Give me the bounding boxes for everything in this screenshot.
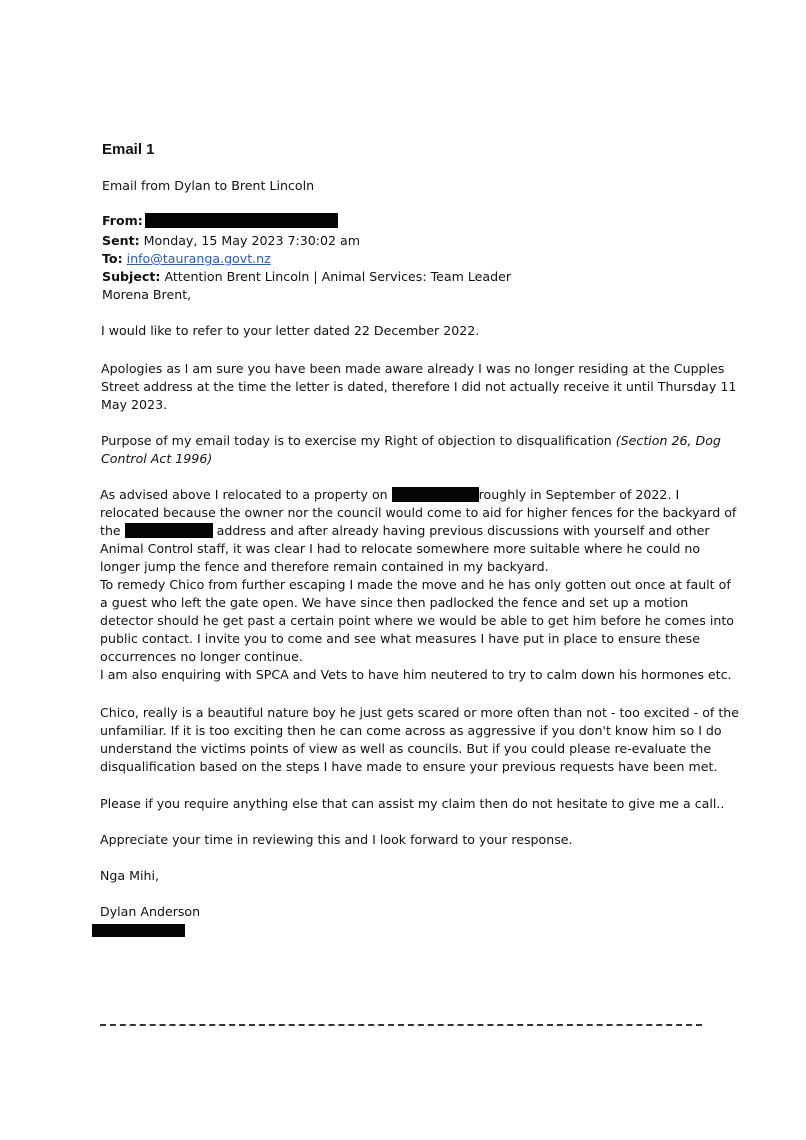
paragraph-4-line: Animal Control staff, it was clear I had… — [100, 541, 701, 556]
email-heading: Email 1 — [102, 141, 155, 158]
relocation-date-text: roughly in September of 2022. I — [478, 487, 680, 502]
paragraph-4-line: occurrences no longer continue. — [100, 649, 303, 664]
previous-address-suffix: address and after already having previou… — [212, 523, 710, 538]
from-line: From: — [102, 212, 338, 230]
to-line: To: info@tauranga.govt.nz — [102, 250, 271, 268]
act-reference-continued: Control Act 1996) — [101, 451, 213, 466]
redacted-signature-detail — [92, 924, 185, 937]
paragraph-4-line: detector should he get past a certain po… — [100, 613, 734, 628]
redacted-previous-address — [124, 523, 213, 538]
paragraph-4-line: As advised above I relocated to a proper… — [100, 486, 679, 504]
paragraph-4-line: a guest who left the gate open. We have … — [100, 595, 689, 610]
to-email-link[interactable]: info@tauranga.govt.nz — [126, 251, 271, 266]
paragraph-2-line: Street address at the time the letter is… — [101, 379, 737, 394]
signoff: Nga Mihi, — [100, 868, 159, 883]
redacted-property-address — [391, 487, 479, 502]
subject-label: Subject: — [102, 269, 161, 284]
subject-value: Attention Brent Lincoln | Animal Service… — [164, 269, 512, 284]
paragraph-3-line: Purpose of my email today is to exercise… — [101, 432, 721, 450]
page-divider — [100, 1024, 702, 1026]
paragraph-4-line: public contact. I invite you to come and… — [100, 631, 700, 646]
sent-value: Monday, 15 May 2023 7:30:02 am — [143, 233, 361, 248]
email-intro: Email from Dylan to Brent Lincoln — [102, 178, 315, 193]
paragraph-4-line: the address and after already having pre… — [100, 522, 710, 540]
paragraph-4-line: I am also enquiring with SPCA and Vets t… — [100, 667, 732, 682]
greeting: Morena Brent, — [102, 287, 192, 302]
paragraph-5-line: unfamiliar. If it is too exciting then h… — [100, 723, 722, 738]
from-label: From: — [102, 213, 143, 228]
redacted-from-address — [144, 213, 338, 228]
sent-label: Sent: — [102, 233, 140, 248]
paragraph-6: Please if you require anything else that… — [100, 796, 725, 811]
sent-line: Sent: Monday, 15 May 2023 7:30:02 am — [102, 232, 360, 250]
subject-line: Subject: Attention Brent Lincoln | Anima… — [102, 268, 511, 286]
paragraph-4-line: longer jump the fence and therefore rema… — [100, 559, 549, 574]
act-reference: (Section 26, Dog — [615, 433, 721, 448]
paragraph-4-line: To remedy Chico from further escaping I … — [100, 577, 731, 592]
paragraph-4-line: relocated because the owner nor the coun… — [100, 505, 737, 520]
signature-name: Dylan Anderson — [100, 904, 201, 919]
to-label: To: — [102, 251, 123, 266]
paragraph-5-line: disqualification based on the steps I ha… — [100, 759, 718, 774]
objection-text: Purpose of my email today is to exercise… — [101, 433, 616, 448]
paragraph-5-line: understand the victims points of view as… — [100, 741, 712, 756]
paragraph-2-line: Apologies as I am sure you have been mad… — [101, 361, 725, 376]
paragraph-2-line: May 2023. — [101, 397, 168, 412]
paragraph-5-line: Chico, really is a beautiful nature boy … — [100, 705, 740, 720]
relocation-text: As advised above I relocated to a proper… — [100, 487, 392, 502]
previous-address-prefix: the — [100, 523, 125, 538]
paragraph-1: I would like to refer to your letter dat… — [101, 323, 480, 338]
paragraph-7: Appreciate your time in reviewing this a… — [100, 832, 573, 847]
